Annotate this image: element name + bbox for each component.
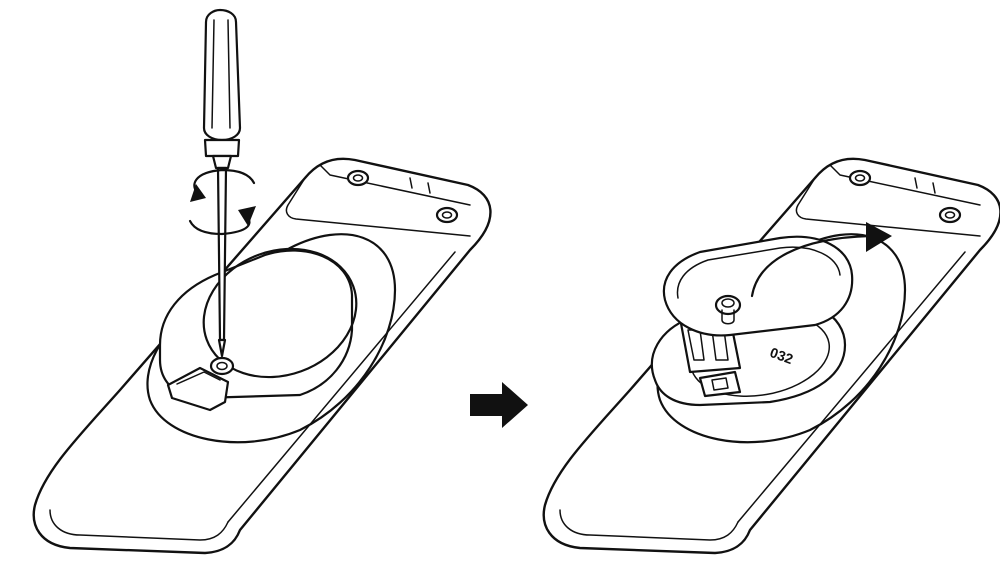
rotate-arrows-icon bbox=[188, 168, 256, 236]
lift-arrow-icon bbox=[750, 222, 892, 298]
panel-step-2: 032 bbox=[542, 157, 1000, 555]
battery-label: 032 bbox=[768, 344, 796, 367]
remote-control-right: 032 bbox=[542, 157, 1000, 555]
battery-cover-lifted bbox=[662, 235, 854, 337]
panel-step-1 bbox=[32, 8, 492, 555]
right-arrow-icon bbox=[470, 382, 528, 428]
screwdriver-icon bbox=[202, 8, 242, 358]
remote-control-left bbox=[32, 157, 492, 555]
